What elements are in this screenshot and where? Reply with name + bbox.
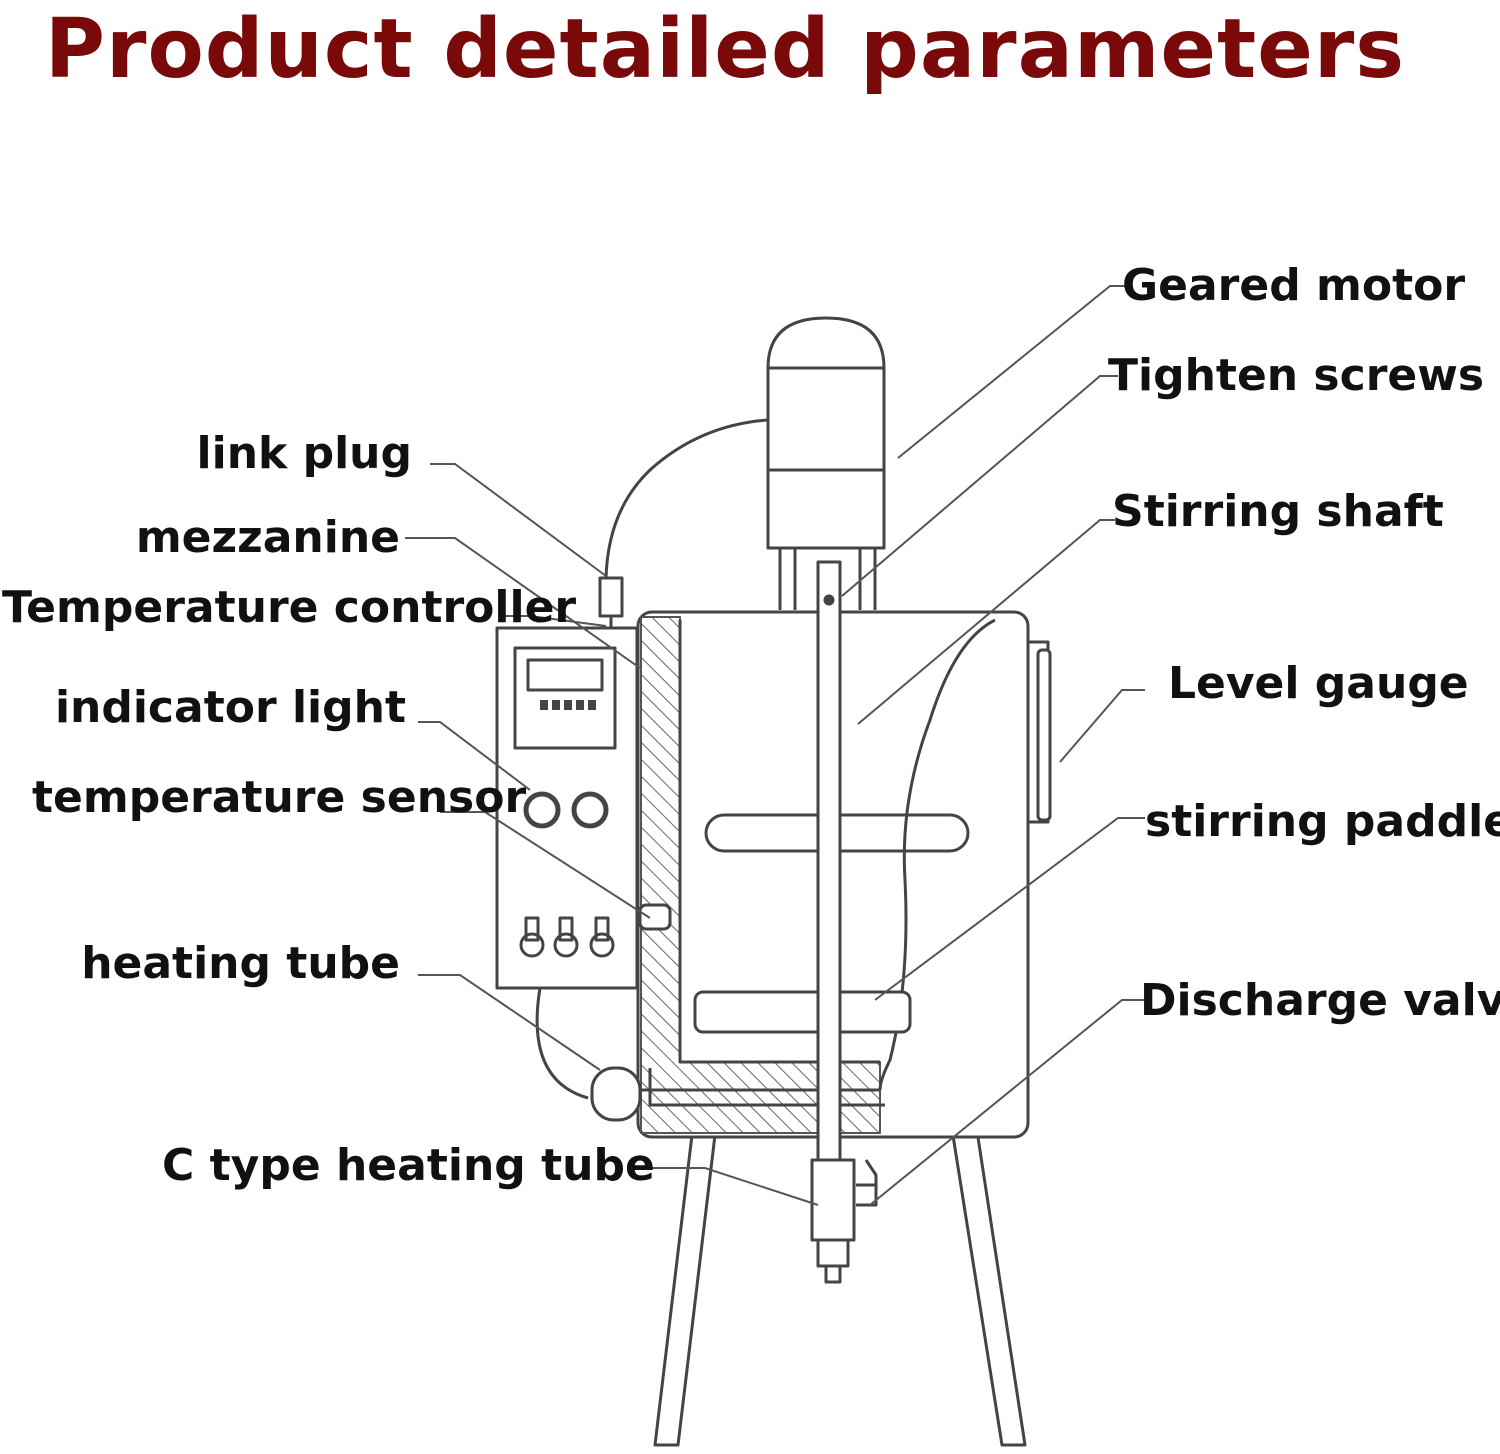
label-stirring-shaft: Stirring shaft bbox=[1112, 486, 1444, 537]
temperature-sensor-shape bbox=[638, 903, 672, 931]
control-box bbox=[495, 626, 639, 1100]
label-tighten-screws: Tighten screws bbox=[1108, 350, 1485, 401]
label-temperature-controller: Temperature controller bbox=[2, 582, 577, 633]
page-title: Product detailed parameters bbox=[44, 2, 1406, 97]
geared-motor-shape bbox=[766, 316, 886, 610]
label-geared-motor: Geared motor bbox=[1122, 260, 1466, 311]
stirring-shaft-shape bbox=[816, 560, 842, 1169]
label-c-type-heating-tube: C type heating tube bbox=[162, 1140, 655, 1191]
label-temperature-sensor: temperature sensor bbox=[32, 772, 527, 823]
label-discharge-valve: Discharge valve bbox=[1140, 975, 1500, 1026]
stirring-paddle-frame bbox=[678, 618, 996, 1091]
discharge-valve-shape bbox=[810, 1158, 878, 1284]
c-heating-tube bbox=[590, 1066, 885, 1122]
label-level-gauge: Level gauge bbox=[1168, 658, 1469, 709]
leader-lines bbox=[405, 285, 1145, 1206]
link-plug-shape bbox=[598, 418, 769, 628]
level-gauge-shape bbox=[1028, 640, 1052, 824]
label-link-plug: link plug bbox=[196, 428, 412, 479]
label-stirring-paddle: stirring paddle bbox=[1145, 796, 1500, 847]
label-mezzanine: mezzanine bbox=[135, 512, 400, 563]
label-heating-tube: heating tube bbox=[81, 938, 400, 989]
label-indicator-light: indicator light bbox=[54, 682, 406, 733]
